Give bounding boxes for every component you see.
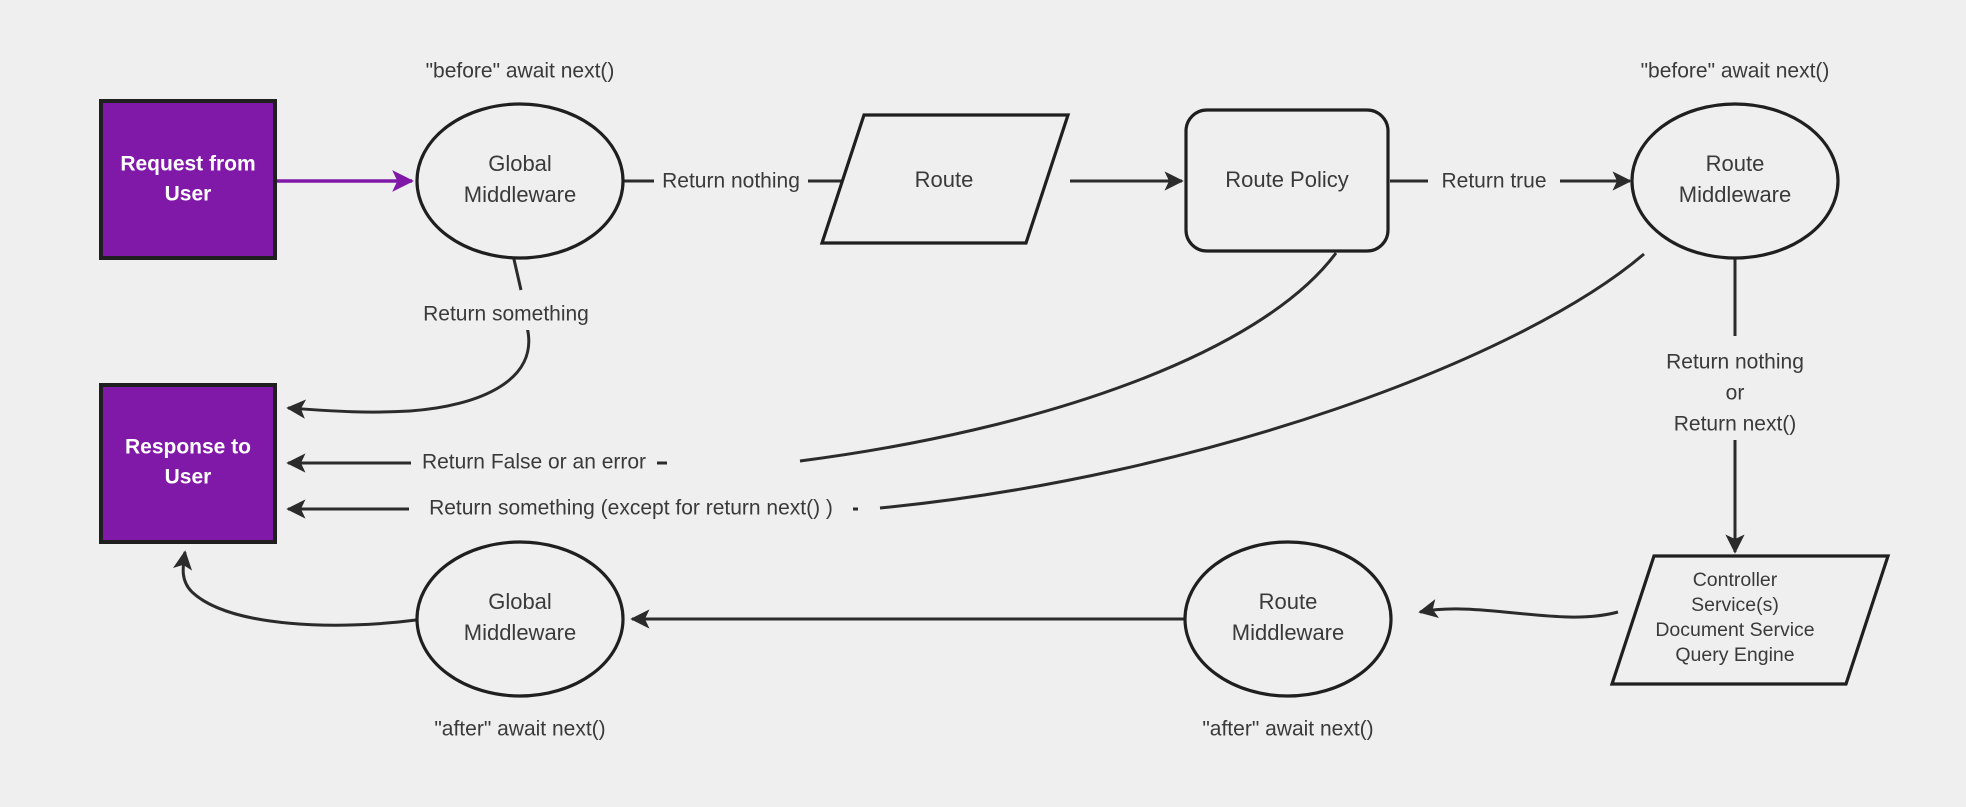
- handler-line2: Service(s): [1691, 594, 1779, 616]
- edge-label-return-nothing-line1: Return nothing: [1666, 351, 1804, 374]
- node-global-middleware-before[interactable]: Global Middleware: [415, 102, 625, 260]
- node-response-to-user[interactable]: Response to User: [99, 383, 277, 544]
- route-middleware-after-shape: [1183, 540, 1393, 698]
- edge-global-mw-stub-down: [511, 254, 523, 291]
- edge-route-mw-return-something-curve: [879, 252, 1645, 510]
- edge-label-return-something-except: Return something (except for return next…: [409, 494, 853, 524]
- route-policy-shape: [1184, 108, 1390, 253]
- route-middleware-after-line2: Middleware: [1232, 620, 1345, 645]
- edge-route-policy-return-false-curve: [799, 252, 1338, 463]
- edge-label-return-true: Return true: [1428, 166, 1560, 196]
- node-route[interactable]: Route: [819, 113, 1071, 245]
- edge-label-return-nothing-text: Return nothing: [662, 170, 800, 193]
- edge-label-return-something-text: Return something: [423, 303, 589, 326]
- global-middleware-after-shape: [415, 540, 625, 698]
- edge-handler-to-route-mw-after: [1418, 599, 1619, 619]
- handler-line1: Controller: [1693, 569, 1778, 591]
- route-middleware-before-shape: [1630, 102, 1840, 260]
- route-middleware-before-line2: Middleware: [1679, 182, 1792, 207]
- route-policy-label: Route Policy: [1225, 167, 1349, 192]
- node-route-middleware-before[interactable]: Route Middleware: [1630, 102, 1840, 260]
- global-middleware-after-line1: Global: [488, 589, 552, 614]
- annotation-before-global-middleware: "before" await next(): [426, 60, 615, 83]
- edge-global-mw-return-something-to-response: [286, 326, 531, 419]
- response-box-shape: [99, 383, 277, 544]
- handler-line3: Document Service: [1655, 619, 1814, 641]
- edge-label-return-nothing-line2: or: [1726, 382, 1745, 405]
- route-middleware-before-line1: Route: [1706, 151, 1765, 176]
- response-label-line1: Response to: [125, 436, 251, 459]
- edge-label-return-something: Return something: [413, 300, 599, 330]
- global-middleware-before-shape: [415, 102, 625, 260]
- request-label-line1: Request from: [120, 153, 255, 176]
- handler-line4: Query Engine: [1675, 644, 1794, 666]
- request-label-line2: User: [165, 183, 212, 206]
- global-middleware-before-line1: Global: [488, 151, 552, 176]
- edge-label-return-something-except-text: Return something (except for return next…: [429, 497, 833, 520]
- annotation-after-global-middleware: "after" await next(): [434, 718, 605, 741]
- node-handler-stack[interactable]: Controller Service(s) Document Service Q…: [1609, 554, 1891, 686]
- route-middleware-after-line1: Route: [1259, 589, 1318, 614]
- node-global-middleware-after[interactable]: Global Middleware: [415, 540, 625, 698]
- edge-label-return-nothing: Return nothing: [654, 166, 808, 196]
- annotation-after-route-middleware: "after" await next(): [1202, 718, 1373, 741]
- edge-label-return-nothing-line3: Return next(): [1674, 413, 1797, 436]
- edge-label-return-nothing-or-next: Return nothing or Return next(): [1648, 346, 1824, 440]
- edge-label-return-false-or-error: Return False or an error: [411, 448, 657, 478]
- edge-label-return-true-text: Return true: [1441, 170, 1546, 193]
- route-label: Route: [915, 167, 974, 192]
- global-middleware-after-line2: Middleware: [464, 620, 577, 645]
- handler-stack-shape: [1609, 554, 1891, 686]
- response-label-line2: User: [165, 466, 212, 489]
- edge-label-return-false-or-error-text: Return False or an error: [422, 451, 646, 474]
- node-route-policy[interactable]: Route Policy: [1184, 108, 1390, 253]
- request-box-shape: [99, 99, 277, 260]
- node-request-from-user[interactable]: Request from User: [99, 99, 277, 260]
- route-shape: [819, 113, 1071, 245]
- global-middleware-before-line2: Middleware: [464, 182, 577, 207]
- node-route-middleware-after[interactable]: Route Middleware: [1183, 540, 1393, 698]
- annotation-before-route-middleware: "before" await next(): [1641, 60, 1830, 83]
- edge-global-mw-after-to-response: [172, 550, 417, 627]
